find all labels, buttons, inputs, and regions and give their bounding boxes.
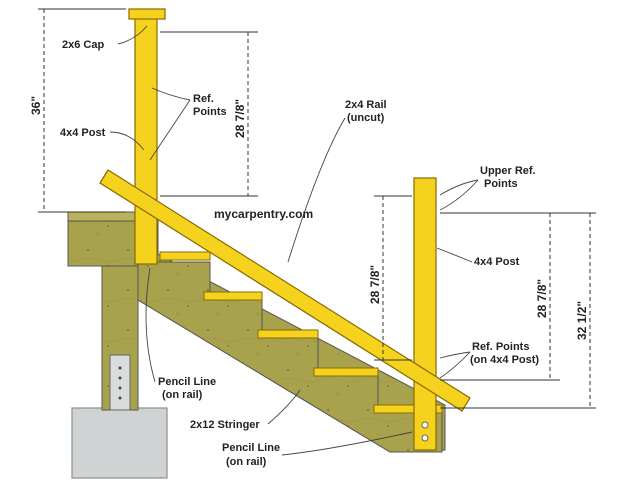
label-right-4x4-post: 4x4 Post [474,256,520,268]
rail-2x4-uncut [99,169,471,412]
left-dimension-36 [38,8,126,213]
dim-right-ref-b-label: 28 7/8" [535,279,549,318]
left-4x4-post [134,17,158,265]
right-4x4-post [413,177,437,451]
bolt-upper [421,421,429,429]
label-rail-2: (uncut) [347,112,385,124]
deck-board [67,211,147,222]
label-2x12-stringer: 2x12 Stringer [190,419,260,431]
post-base-bracket [109,354,131,411]
watermark-text: mycarpentry.com [214,207,313,221]
label-pencil-lower-1: Pencil Line [222,442,280,454]
leader-lines [109,25,479,456]
left-2x6-cap [128,8,166,20]
label-pencil-upper-2: (on rail) [162,389,203,401]
dim-right-total-label: 32 1/2" [575,301,589,340]
right-dimension-lines [374,195,596,409]
dim-36-label: 36" [29,96,43,115]
stair-treads [159,251,443,414]
label-upper-ref-2: Points [484,178,518,190]
left-dimension-ref [160,31,258,197]
concrete-footing [71,407,168,479]
label-ref-on-post-2: (on 4x4 Post) [470,354,539,366]
label-ref-on-post-1: Ref. Points [472,341,529,353]
label-pencil-upper-1: Pencil Line [158,376,216,388]
dim-right-ref-a-label: 28 7/8" [368,265,382,304]
label-ref-points-2: Points [193,106,227,118]
label-left-4x4-post: 4x4 Post [60,127,106,139]
label-ref-points-1: Ref. [193,93,214,105]
label-2x6-cap: 2x6 Cap [62,39,104,51]
label-pencil-lower-2: (on rail) [226,456,267,468]
bolt-lower [421,434,429,442]
label-upper-ref-1: Upper Ref. [480,165,536,177]
dim-left-ref-label: 28 7/8" [233,99,247,138]
label-rail-1: 2x4 Rail [345,99,387,111]
